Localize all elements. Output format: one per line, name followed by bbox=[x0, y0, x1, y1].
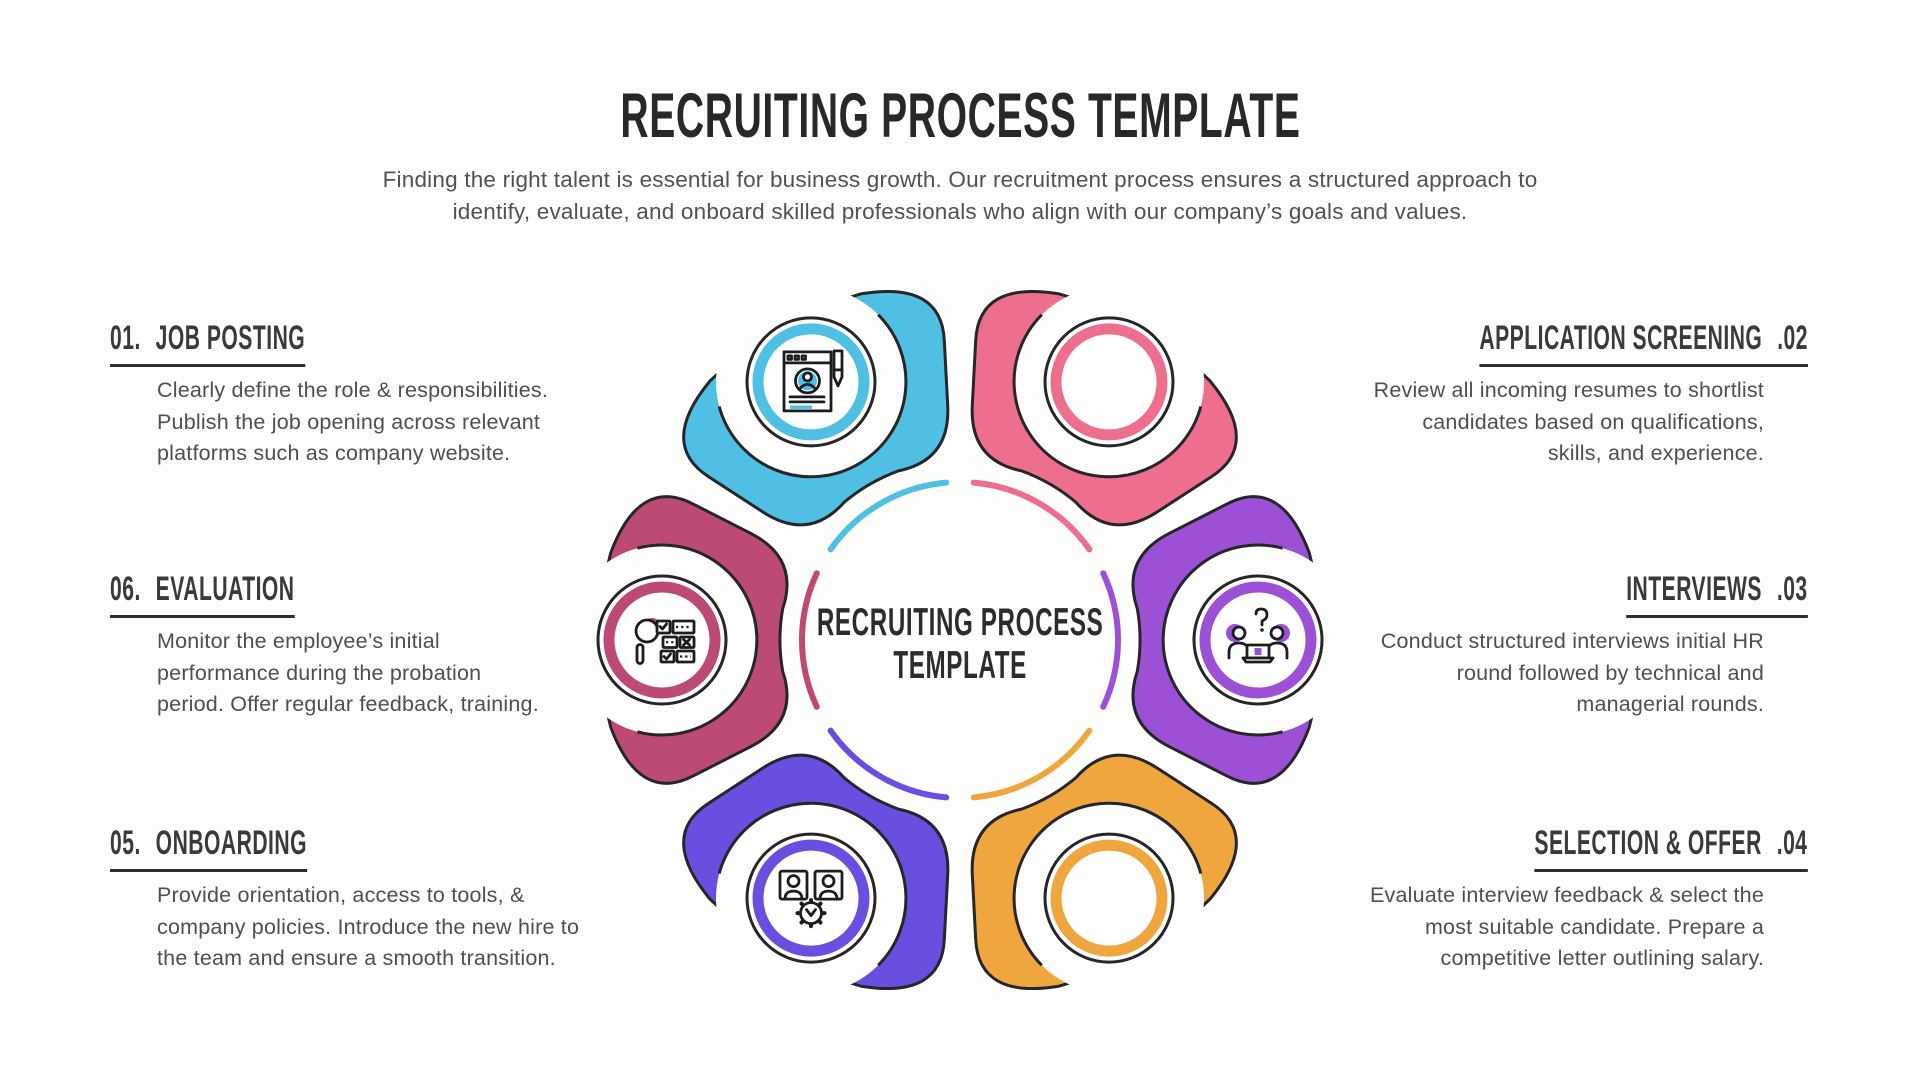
body-line: Review all incoming resumes to shortlist bbox=[1373, 378, 1764, 402]
body-line: Monitor the employee’s initial bbox=[157, 629, 440, 653]
section-number: 05. bbox=[110, 824, 141, 862]
section-label: APPLICATION SCREENING bbox=[1479, 319, 1763, 357]
section-label: INTERVIEWS bbox=[1626, 570, 1763, 608]
application-screening-inner-arc bbox=[970, 479, 1093, 553]
section-number: 06. bbox=[110, 570, 141, 608]
section-number: .02 bbox=[1777, 319, 1808, 357]
section-onboarding: 05. ONBOARDING Provide orientation, acce… bbox=[110, 825, 579, 975]
body-line: Evaluate interview feedback & select the bbox=[1369, 883, 1764, 907]
page-subtitle: Finding the right talent is essential fo… bbox=[0, 164, 1920, 228]
section-job-posting: 01. JOB POSTING Clearly define the role … bbox=[110, 320, 548, 470]
center-title-line: RECRUITING PROCESS bbox=[816, 601, 1104, 644]
body-line: round followed by technical and bbox=[1456, 660, 1764, 685]
section-heading: 06. EVALUATION bbox=[110, 571, 295, 618]
selection-offer-inner-arc bbox=[970, 727, 1093, 801]
subtitle-line: Finding the right talent is essential fo… bbox=[382, 167, 1538, 192]
selection-offer-badge bbox=[1043, 832, 1175, 964]
center-title-line: TEMPLATE bbox=[893, 644, 1027, 687]
body-line: Clearly define the role & responsibiliti… bbox=[157, 378, 549, 402]
section-body: Evaluate interview feedback & select the… bbox=[1168, 880, 1764, 975]
body-line: skills, and experience. bbox=[1547, 441, 1764, 465]
page-title: RECRUITING PROCESS TEMPLATE bbox=[619, 81, 1301, 151]
body-line: Provide orientation, access to tools, & bbox=[157, 883, 525, 907]
section-label: EVALUATION bbox=[155, 570, 295, 608]
section-selection-offer: SELECTION & OFFER .04 Evaluate interview… bbox=[1168, 825, 1808, 975]
body-line: company policies. Introduce the new hire… bbox=[157, 914, 580, 939]
section-heading: 01. JOB POSTING bbox=[110, 319, 306, 367]
body-line: the team and ensure a smooth transition. bbox=[157, 946, 556, 970]
section-label: JOB POSTING bbox=[155, 319, 306, 357]
section-number: .04 bbox=[1777, 824, 1808, 862]
section-heading: APPLICATION SCREENING .02 bbox=[1479, 320, 1808, 367]
evaluation-inner-arc bbox=[798, 570, 820, 710]
interviews-inner-arc bbox=[1100, 570, 1122, 710]
interviews-badge bbox=[1192, 574, 1324, 706]
section-interviews: INTERVIEWS .03 Conduct structured interv… bbox=[1168, 571, 1808, 721]
section-number: .03 bbox=[1777, 570, 1808, 608]
section-application-screening: APPLICATION SCREENING .02 Review all inc… bbox=[1168, 320, 1808, 470]
body-line: Publish the job opening across relevant bbox=[157, 409, 541, 434]
process-wheel-diagram bbox=[575, 286, 1345, 994]
diagram-center-title: RECRUITING PROCESS TEMPLATE bbox=[660, 601, 1260, 687]
body-line: managerial rounds. bbox=[1576, 692, 1764, 716]
section-label: SELECTION & OFFER bbox=[1534, 824, 1763, 862]
section-body: Provide orientation, access to tools, & … bbox=[157, 880, 579, 975]
subtitle-line: identify, evaluate, and onboard skilled … bbox=[452, 199, 1468, 224]
section-body: Conduct structured interviews initial HR… bbox=[1168, 626, 1764, 721]
body-line: Conduct structured interviews initial HR bbox=[1380, 629, 1764, 653]
section-number: 01. bbox=[110, 319, 141, 357]
section-body: Monitor the employee’s initial performan… bbox=[157, 626, 539, 721]
body-line: platforms such as company website. bbox=[157, 441, 511, 465]
section-heading: SELECTION & OFFER .04 bbox=[1534, 824, 1808, 872]
job-posting-inner-arc bbox=[827, 479, 950, 553]
section-evaluation: 06. EVALUATION Monitor the employee’s in… bbox=[110, 571, 539, 721]
section-label: ONBOARDING bbox=[155, 824, 308, 862]
body-line: most suitable candidate. Prepare a bbox=[1424, 914, 1764, 939]
section-body: Clearly define the role & responsibiliti… bbox=[157, 375, 548, 470]
section-body: Review all incoming resumes to shortlist… bbox=[1168, 375, 1764, 470]
body-line: competitive letter outlining salary. bbox=[1440, 946, 1764, 970]
body-line: performance during the probation bbox=[157, 660, 482, 685]
body-line: period. Offer regular feedback, training… bbox=[157, 692, 539, 716]
section-heading: 05. ONBOARDING bbox=[110, 824, 308, 872]
section-heading: INTERVIEWS .03 bbox=[1626, 570, 1808, 618]
onboarding-inner-arc bbox=[827, 727, 950, 801]
body-line: candidates based on qualifications, bbox=[1422, 409, 1764, 434]
onboarding-badge bbox=[745, 832, 877, 964]
application-screening-badge bbox=[1043, 316, 1175, 448]
